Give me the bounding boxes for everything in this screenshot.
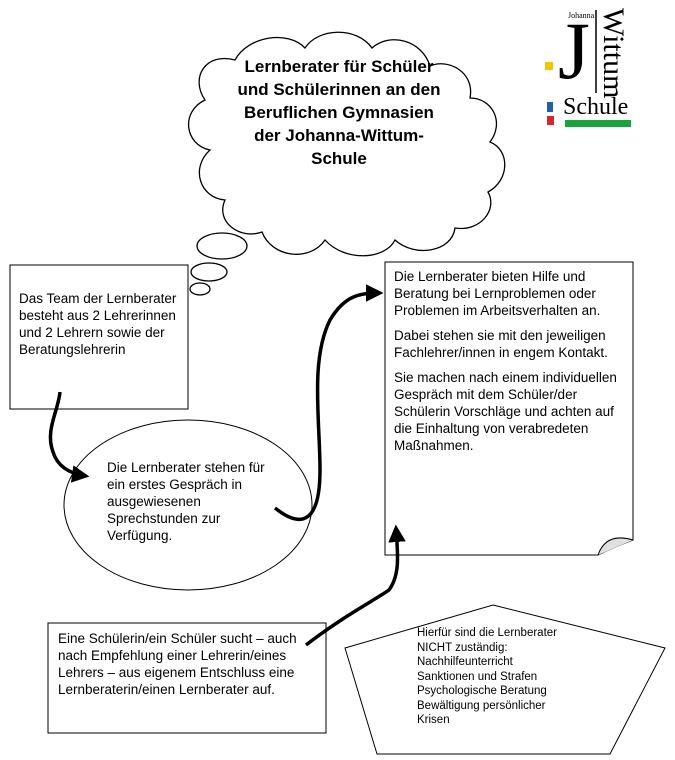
- team-box-text: Das Team der Lernberater besteht aus 2 L…: [19, 291, 177, 357]
- arrow-team-to-ellipse: [48, 391, 90, 483]
- help-para-1: Die Lernberater bieten Hilfe und Beratun…: [394, 269, 601, 318]
- help-para-3: Sie machen nach einem individuellen Gesp…: [394, 370, 617, 453]
- thought-cloud: [188, 31, 506, 296]
- logo-schule-text: Schule: [563, 94, 629, 120]
- help-box-text: Die Lernberater bieten Hilfe und Beratun…: [394, 268, 626, 462]
- cloud-title: Lernberater für Schüler und Schülerinnen…: [237, 57, 441, 168]
- arrow-ellipse-to-help: [273, 284, 384, 522]
- logo-johanna-text: Johanna: [568, 11, 595, 20]
- student-box: [47, 622, 327, 734]
- pentagon-item: Psychologische Beratung: [417, 685, 547, 697]
- logo-wittum: Wittum: [596, 8, 636, 98]
- student-box-text: Eine Schülerin/ein Schüler sucht – auch …: [58, 631, 297, 697]
- pentagon-item: Bewältigung persönlicher Krisen: [417, 699, 546, 727]
- sprechstunde-ellipse: [63, 419, 313, 591]
- pentagon-item: Nachhilfeunterricht: [417, 656, 513, 668]
- school-logo-graphic: [545, 10, 631, 127]
- help-para-2: Dabei stehen sie mit den jeweiligen Fach…: [394, 328, 608, 360]
- pentagon-item: Sanktionen und Strafen: [417, 670, 538, 683]
- pentagon-text: Hierfür sind die Lernberater NICHT zustä…: [417, 626, 577, 728]
- team-box: [9, 264, 189, 410]
- pentagon-shape: [344, 604, 666, 755]
- ellipse-text: Die Lernberater stehen für ein erstes Ge…: [107, 460, 265, 543]
- pentagon-heading: Hierfür sind die Lernberater NICHT zustä…: [417, 627, 557, 654]
- arrow-student-to-help: [304, 524, 406, 647]
- logo-letter-j: J: [558, 5, 590, 96]
- help-box: [384, 261, 634, 556]
- logo-wittum-text: Wittum: [597, 8, 630, 99]
